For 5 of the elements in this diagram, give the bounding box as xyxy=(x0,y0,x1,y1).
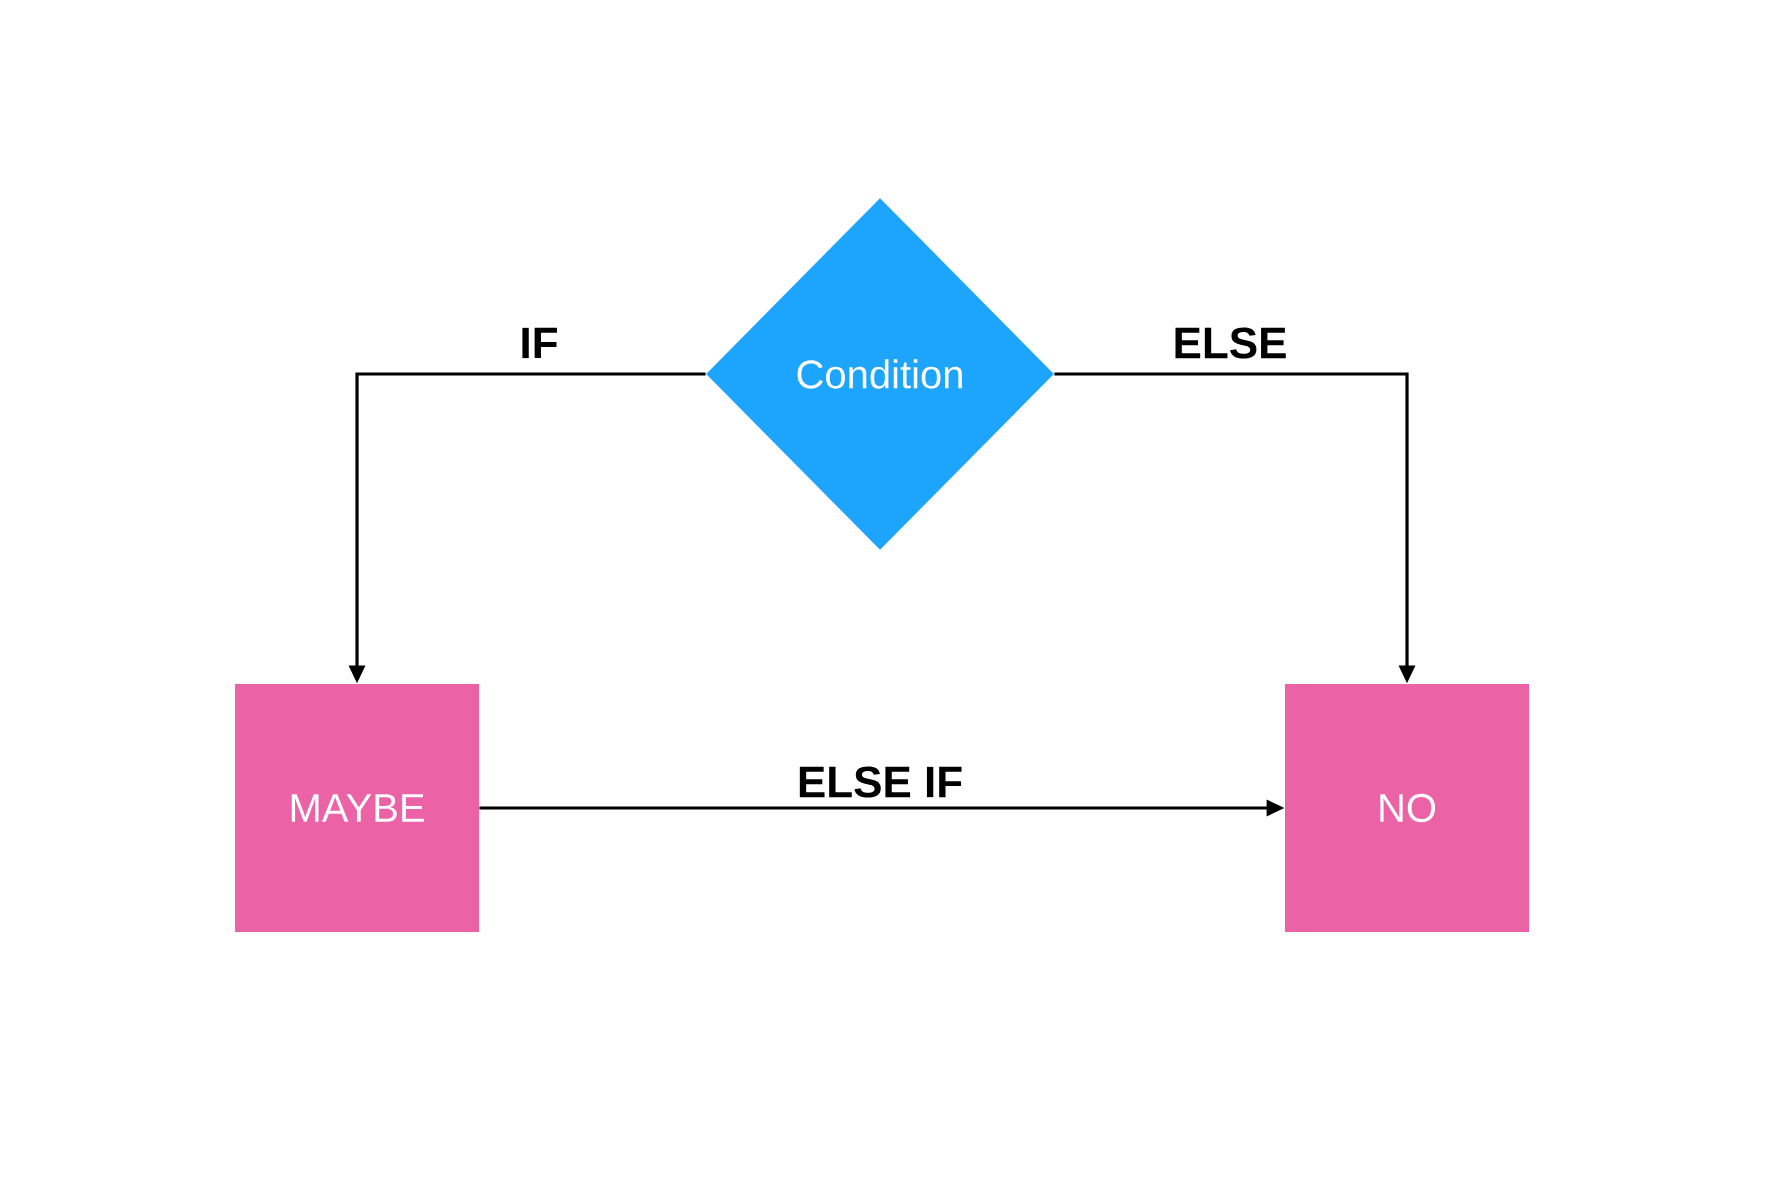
edge-label: ELSE xyxy=(1175,327,1286,359)
edge-label: ELSE IF xyxy=(799,766,962,798)
edge-label: IF xyxy=(522,327,557,359)
process-box: NO xyxy=(1285,684,1529,932)
process-box: MAYBE xyxy=(235,684,479,932)
